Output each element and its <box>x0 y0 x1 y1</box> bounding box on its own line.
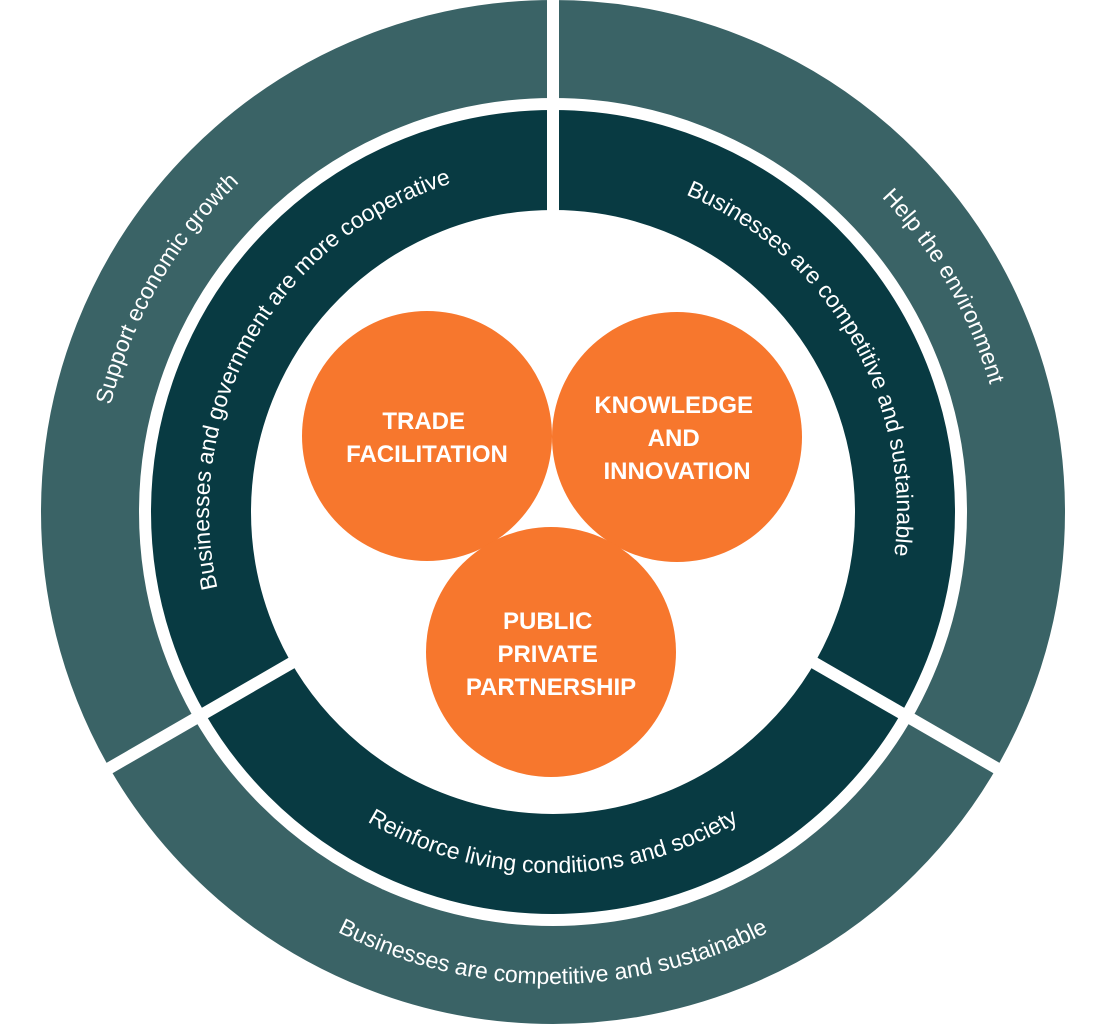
knowledge-innovation-label: KNOWLEDGE AND INNOVATION <box>594 392 759 485</box>
segment-divider <box>99 651 305 778</box>
trade-facilitation-circle <box>302 311 552 561</box>
segment-dividers <box>99 0 1007 778</box>
public-private-partnership-circle <box>426 527 676 777</box>
segment-divider <box>801 651 1007 778</box>
trade-facilitation-label: TRADE FACILITATION <box>346 408 508 468</box>
public-private-partnership-label: PUBLIC PRIVATE PARTNERSHIP <box>466 608 636 701</box>
knowledge-innovation-circle <box>552 312 802 562</box>
